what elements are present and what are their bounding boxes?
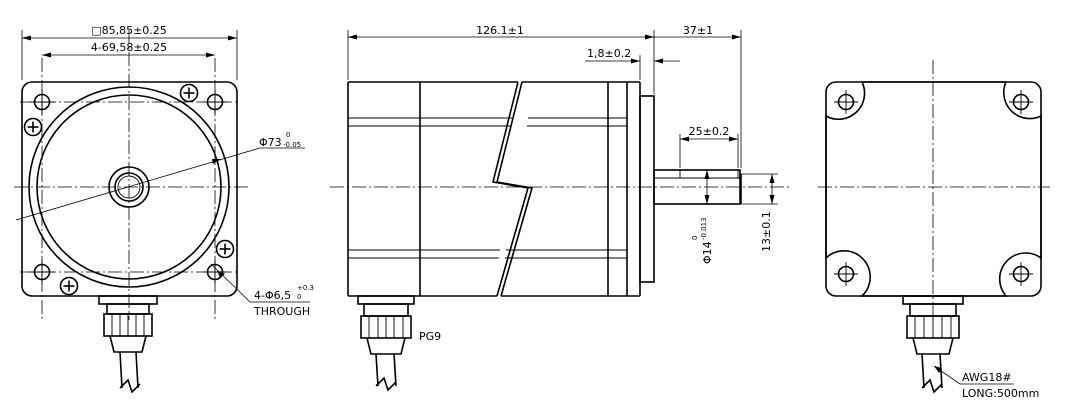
pilot-dia-upper-tol: 0 [286, 131, 290, 139]
cable-gland-label: PG9 [419, 330, 441, 343]
front-cable-gland [98, 295, 158, 394]
key-length-label: 25±0.2 [689, 125, 730, 138]
side-view: 126.1±1 37±1 1,8±0.2 25±0.2 Φ14 0 -0.013 [330, 24, 790, 392]
hole-dia-upper-tol: +0.3 [297, 284, 314, 292]
hole-note-label: THROUGH [253, 305, 310, 318]
mounting-hole-icon [1008, 89, 1034, 115]
mounting-hole-icon [29, 89, 55, 115]
screw-head-icon [59, 276, 79, 296]
side-flange [639, 95, 655, 283]
shaft-dia-lower-tol: -0.013 [700, 217, 708, 240]
screw-head-icon [179, 83, 199, 103]
front-flange-circle [28, 86, 230, 288]
square-dim-label: □85,85±0.25 [91, 24, 167, 37]
cable-length-label: LONG:500mm [962, 387, 1039, 400]
flat-height-label: 13±0.1 [760, 211, 773, 252]
front-shaft [108, 166, 150, 208]
front-square-body [21, 81, 238, 297]
mounting-hole-icon [202, 259, 228, 285]
pilot-dia-label: Φ73 [259, 136, 282, 149]
pilot-dia-lower-tol: -0.05 [283, 141, 301, 149]
mounting-hole-icon [202, 89, 228, 115]
shaft-dia-upper-tol: 0 [691, 236, 699, 240]
mounting-hole-icon [1008, 261, 1034, 287]
mounting-hole-icon [833, 89, 859, 115]
side-cable-gland [357, 295, 415, 392]
shaft-dia-label: Φ14 [701, 241, 714, 264]
body-length-label: 126.1±1 [476, 24, 524, 37]
hole-dia-label: 4-Φ6,5 [254, 289, 291, 302]
mounting-hole-icon [833, 261, 859, 287]
cable-gauge-label: AWG18# [962, 371, 1012, 384]
rear-cable-gland [902, 295, 964, 394]
rear-square-body [825, 81, 1042, 297]
shaft-length-label: 37±1 [683, 24, 713, 37]
rear-view: AWG18# LONG:500mm [818, 60, 1050, 400]
screw-head-icon [23, 117, 43, 137]
hole-dia-lower-tol: 0 [297, 293, 301, 301]
side-shaft [653, 169, 741, 205]
screw-head-icon [215, 239, 235, 259]
hole-spacing-label: 4-69,58±0.25 [91, 41, 167, 54]
mounting-hole-icon [29, 259, 55, 285]
front-view: □85,85±0.25 4-69,58±0.25 Φ73 0 -0.05 4-Φ… [14, 24, 314, 394]
flange-thickness-label: 1,8±0.2 [587, 47, 631, 60]
rear-end-cap [825, 81, 1042, 297]
